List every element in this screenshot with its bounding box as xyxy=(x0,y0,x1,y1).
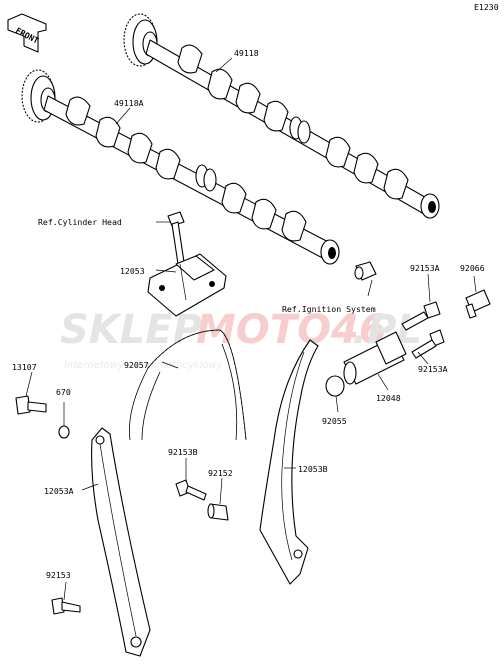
chain-guide-12053 xyxy=(147,253,227,317)
label-12053b: 12053B xyxy=(298,464,328,474)
bolt-92153 xyxy=(51,597,81,615)
cam-end-sleeve xyxy=(354,261,377,281)
watermark-brand-middle: MOTO46 xyxy=(196,307,387,353)
label-92055: 92055 xyxy=(322,416,347,426)
sprocket-upper xyxy=(123,13,158,67)
camshaft-49118 xyxy=(123,13,440,219)
label-92153a-lower: 92153A xyxy=(418,364,448,374)
leader-lines xyxy=(25,57,477,601)
label-49118: 49118 xyxy=(234,48,259,58)
bolt-92153b xyxy=(175,479,207,501)
chain-guide-12053a xyxy=(91,427,151,657)
watermark-tagline: internetowy sklep motocyklowy xyxy=(64,360,224,371)
front-arrow-icon: FRONT xyxy=(7,13,47,53)
label-ref-cylinder-head: Ref.Cylinder Head xyxy=(38,217,122,227)
o-ring-92055 xyxy=(325,375,345,397)
bolt-92153a-upper xyxy=(401,301,441,331)
spacer-92152 xyxy=(207,503,229,521)
label-92152: 92152 xyxy=(208,468,233,478)
diagram-code: E1230 xyxy=(474,2,499,12)
tensioner-12048 xyxy=(343,331,407,385)
cylinder-head-bolt xyxy=(167,211,185,265)
bolt-13107 xyxy=(15,395,47,415)
label-92057: 92057 xyxy=(124,360,149,370)
label-92066: 92066 xyxy=(460,263,485,273)
label-49118a: 49118A xyxy=(114,98,144,108)
o-ring-670 xyxy=(58,425,70,439)
tensioner-guide-12053b xyxy=(259,339,319,585)
sprocket-lower xyxy=(21,69,56,123)
label-12053a: 12053A xyxy=(44,486,74,496)
label-ref-ignition-system: Ref.Ignition System xyxy=(282,304,376,314)
label-13107: 13107 xyxy=(12,362,37,372)
camshaft-49118a xyxy=(21,69,340,265)
label-92153b: 92153B xyxy=(168,447,198,457)
part-labels: 49118 49118A Ref.Cylinder Head Ref.Ignit… xyxy=(12,48,485,580)
cam-chain-92057 xyxy=(129,329,247,441)
bolt-92153a-lower xyxy=(411,329,445,359)
label-92153a-upper: 92153A xyxy=(410,263,440,273)
cap-bolt-92066 xyxy=(465,289,491,319)
label-12048: 12048 xyxy=(376,393,401,403)
label-670: 670 xyxy=(56,387,71,397)
label-92153: 92153 xyxy=(46,570,71,580)
label-12053: 12053 xyxy=(120,266,145,276)
